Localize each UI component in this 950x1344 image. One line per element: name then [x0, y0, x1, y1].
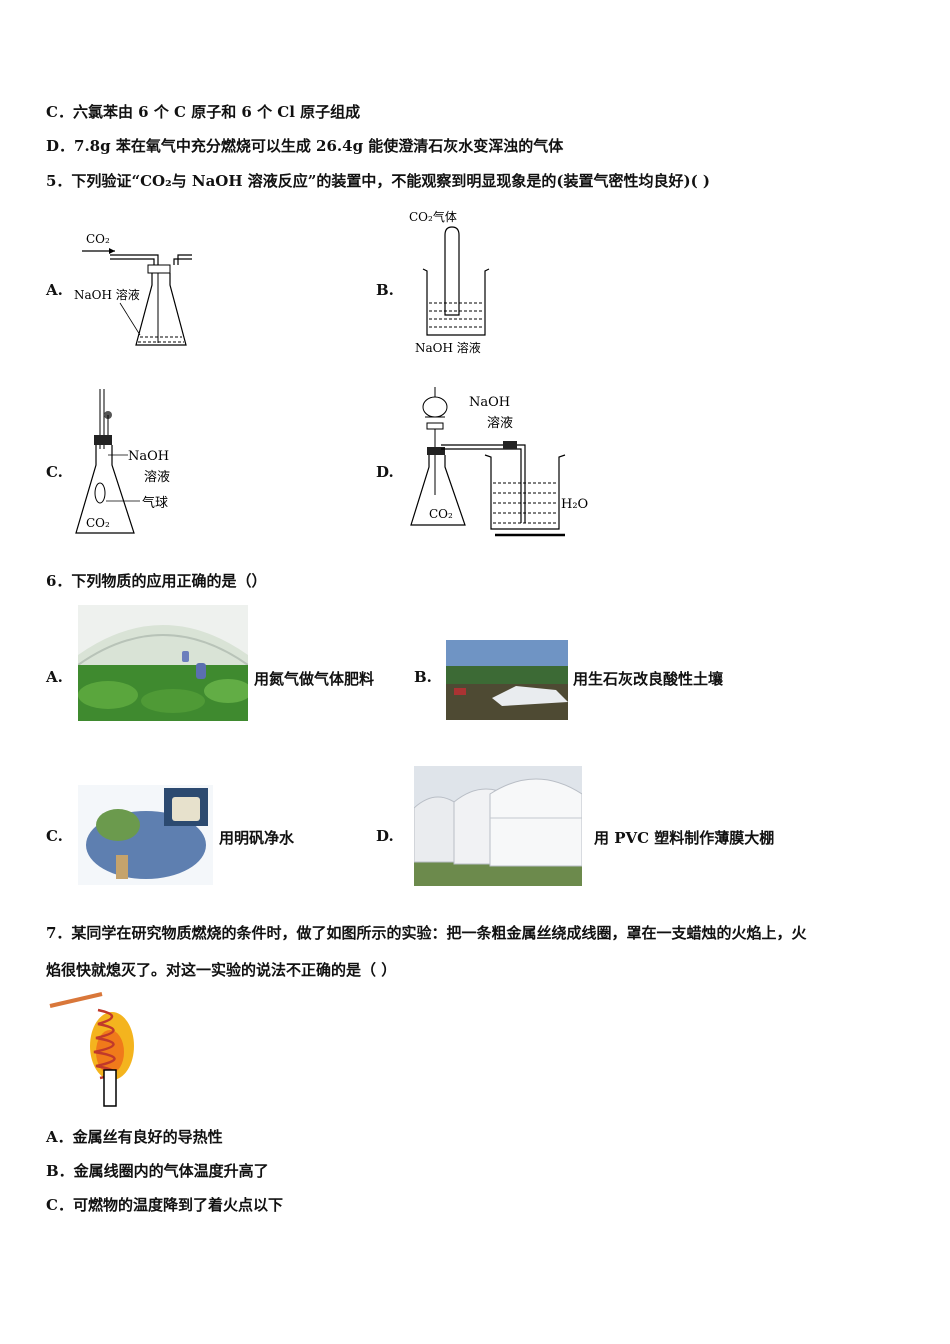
q6-option-d-text: 用 PVC 塑料制作薄膜大棚 — [594, 829, 775, 847]
option-c-text: C．六氯苯由 6 个 C 原子和 6 个 Cl 原子组成 — [46, 103, 361, 121]
fig-b-solution-label: NaOH 溶液 — [415, 340, 481, 355]
q6-option-a-label: A. — [46, 668, 63, 686]
fig-c-balloon-label: 气球 — [142, 495, 168, 511]
fig-d-water-label: H₂O — [561, 497, 588, 512]
q7-stem-line1: 7．某同学在研究物质燃烧的条件时，做了如图所示的实验：把一条粗金属丝绕成线圈，罩… — [46, 924, 807, 942]
q6-option-a-text: 用氮气做气体肥料 — [254, 670, 375, 688]
q5-stem: 5．下列验证“CO₂与 NaOH 溶液反应”的装置中，不能观察到明显现象是的(装… — [46, 172, 710, 190]
fig-c-gas-label: CO₂ — [86, 516, 110, 530]
q6-option-d-label: D. — [376, 827, 394, 845]
q5-option-c-label: C. — [46, 463, 63, 481]
q7-option-a: A．金属丝有良好的导热性 — [46, 1128, 223, 1146]
q5-figure-c-flask-balloon: NaOH 溶液 气球 CO₂ — [75, 389, 170, 534]
option-d-text: D．7.8g 苯在氧气中充分燃烧可以生成 26.4g 能使澄清石灰水变浑浊的气体 — [46, 137, 564, 155]
fig-c-naoh-label: NaOH — [128, 449, 169, 464]
q5-figure-a-flask: CO₂ NaOH 溶液 — [74, 232, 192, 346]
q6-option-c-label: C. — [46, 827, 63, 845]
alum-water-purification-photo — [78, 785, 213, 885]
q5-option-d-label: D. — [376, 463, 394, 481]
q5-option-b-label: B. — [376, 281, 394, 299]
q6-option-b-label: B. — [414, 668, 432, 686]
candle-metal-coil-figure — [49, 992, 134, 1107]
fig-d-solution-label: 溶液 — [487, 416, 513, 431]
q5-figure-b-beaker: CO₂气体 NaOH 溶液 — [409, 209, 490, 355]
q7-option-b: B．金属线圈内的气体温度升高了 — [46, 1162, 269, 1180]
q5-option-a-label: A. — [46, 281, 63, 299]
field-lime-soil-photo — [446, 640, 568, 720]
q6-option-c-text: 用明矾净水 — [219, 829, 295, 847]
q6-stem: 6．下列物质的应用正确的是（） — [46, 572, 267, 590]
greenhouse-vegetables-photo — [78, 605, 248, 721]
q5-figure-d-funnel-beaker: NaOH 溶液 CO₂ H₂O — [410, 387, 588, 537]
fig-d-gas-label: CO₂ — [429, 507, 453, 521]
q7-option-c: C．可燃物的温度降到了着火点以下 — [46, 1196, 283, 1214]
fig-c-solution-label: 溶液 — [144, 470, 170, 485]
q6-option-b-text: 用生石灰改良酸性土壤 — [573, 670, 724, 688]
pvc-greenhouse-photo — [414, 766, 582, 886]
fig-a-gas-label: CO₂ — [86, 232, 110, 246]
fig-b-gas-label: CO₂气体 — [409, 209, 457, 224]
fig-d-naoh-label: NaOH — [469, 395, 510, 410]
fig-a-solution-label: NaOH 溶液 — [74, 287, 140, 302]
q7-stem-line2: 焰很快就熄灭了。对这一实验的说法不正确的是（ ） — [46, 961, 397, 979]
